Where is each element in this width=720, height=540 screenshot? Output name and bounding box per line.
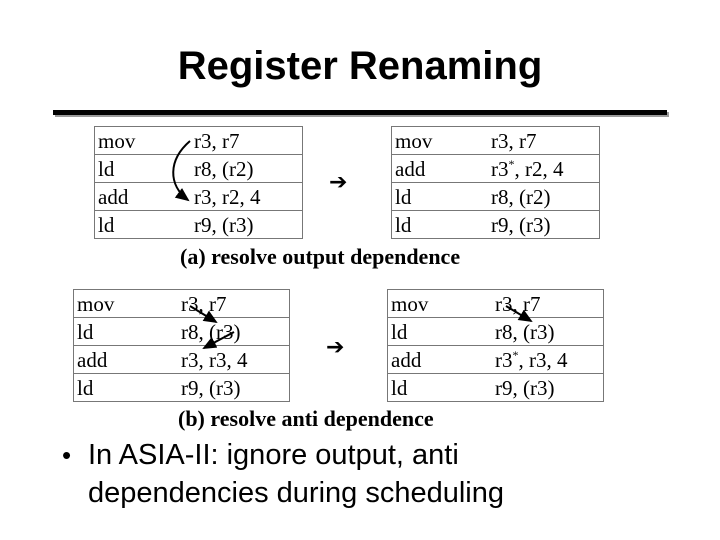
- operands-cell: r3*, r3, 4: [492, 345, 604, 374]
- anti-dependence-arrow-lower: [202, 331, 235, 349]
- operands-cell: r8, (r3): [178, 317, 290, 346]
- operands-cell: r9, (r3): [488, 210, 600, 239]
- table-row: mov r3, r7: [392, 127, 600, 155]
- bullet-text-line-1: In ASIA-II: ignore output, anti: [88, 439, 459, 471]
- operands-cell: r9, (r3): [178, 373, 290, 402]
- opcode-cell: ld: [73, 373, 178, 402]
- opcode-cell: ld: [94, 154, 191, 183]
- opcode-cell: mov: [395, 128, 433, 153]
- figure-a-caption: (a) resolve output dependence: [180, 244, 461, 269]
- operands-cell: r3, r7: [194, 128, 240, 153]
- operands-cell: r3*, r2, 4: [488, 154, 600, 183]
- opcode-cell: add: [391, 154, 488, 183]
- rename-marker: *: [512, 347, 519, 362]
- anti-dependence-arrow-renamed: [505, 305, 533, 323]
- opcode-cell: ld: [73, 317, 178, 346]
- anti-dependence-arrow-upper: [189, 305, 218, 324]
- operands-cell: r3, r3, 4: [178, 345, 290, 374]
- table-row: mov r3, r7: [95, 127, 303, 155]
- opcode-cell: ld: [391, 210, 488, 239]
- transform-arrow-icon: ➔: [329, 170, 348, 195]
- opcode-cell: mov: [77, 291, 115, 316]
- operands-cell: r8, (r3): [492, 317, 604, 346]
- opcode-cell: mov: [98, 128, 136, 153]
- operands-cell: r8, (r2): [191, 154, 303, 183]
- page-title: Register Renaming: [177, 44, 543, 88]
- title-underline: [53, 110, 667, 115]
- opcode-cell: ld: [94, 210, 191, 239]
- operands-cell: r9, (r3): [492, 373, 604, 402]
- rename-marker: *: [508, 156, 515, 171]
- renamed-register: r3: [495, 347, 513, 372]
- output-dependence-arrow: [172, 140, 191, 202]
- operands-rest: , r3, 4: [518, 347, 568, 372]
- operands-cell: r3, r2, 4: [191, 182, 303, 211]
- opcode-cell: ld: [387, 373, 492, 402]
- opcode-cell: ld: [391, 182, 488, 211]
- opcode-cell: mov: [391, 291, 429, 316]
- operands-cell: r3, r7: [491, 128, 537, 153]
- figure-b-caption: (b) resolve anti dependence: [178, 406, 434, 431]
- operands-cell: r8, (r2): [488, 182, 600, 211]
- bullet-text-line-2: dependencies during scheduling: [88, 477, 504, 509]
- transform-arrow-icon: ➔: [326, 335, 345, 360]
- renamed-register: r3: [491, 156, 509, 181]
- bullet-marker: •: [62, 440, 72, 470]
- opcode-cell: add: [387, 345, 492, 374]
- operands-cell: r9, (r3): [191, 210, 303, 239]
- opcode-cell: ld: [387, 317, 492, 346]
- opcode-cell: add: [73, 345, 178, 374]
- operands-rest: , r2, 4: [514, 156, 564, 181]
